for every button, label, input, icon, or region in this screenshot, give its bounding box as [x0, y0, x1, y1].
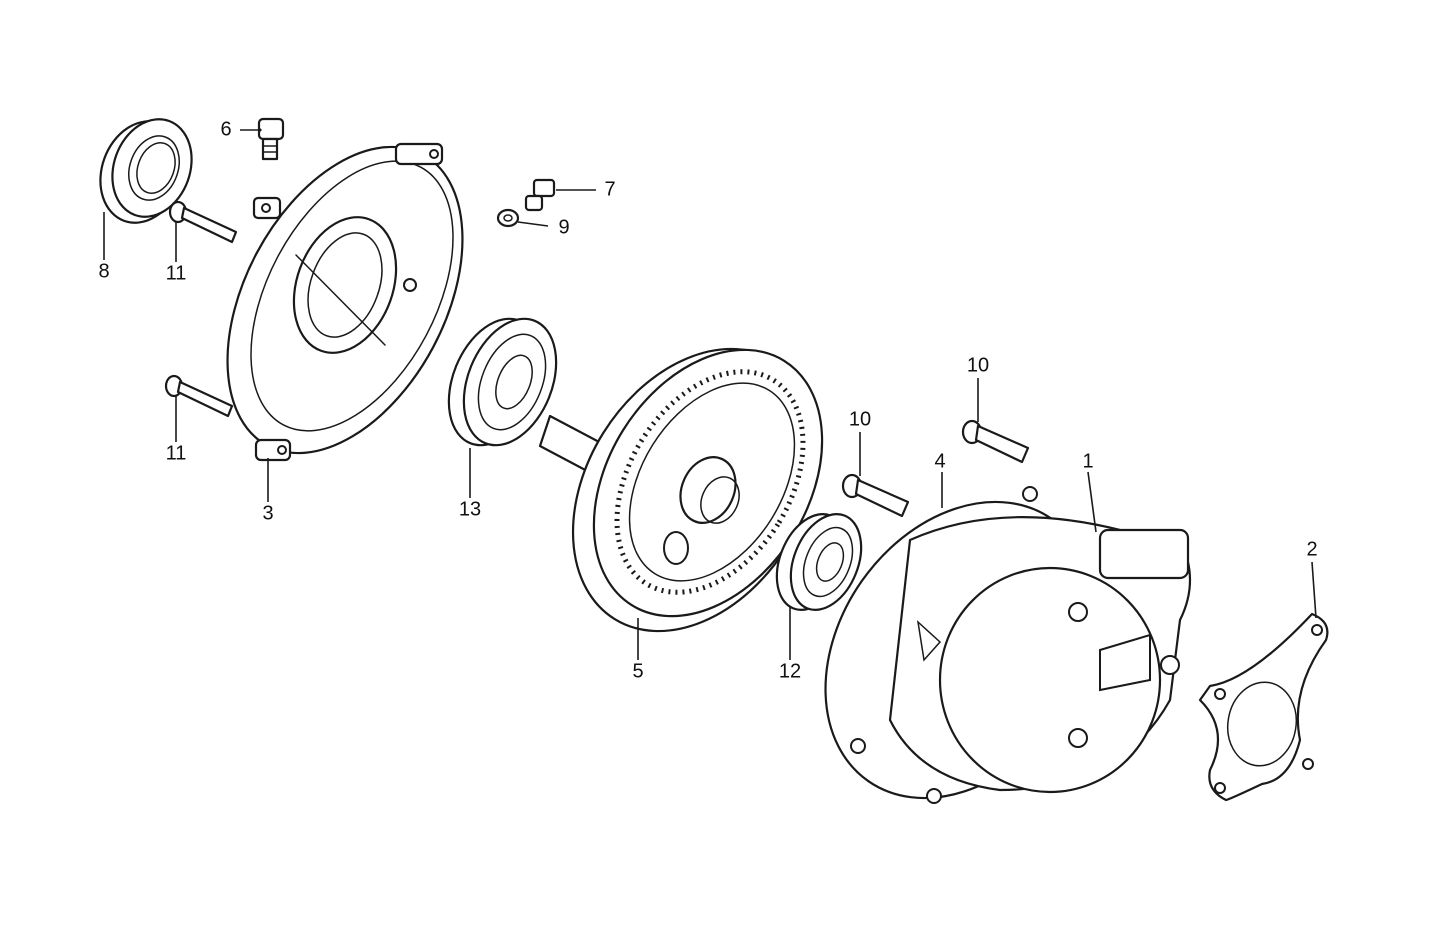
gasket-drawing	[1198, 612, 1329, 802]
label-part-3: 3	[262, 502, 273, 524]
gear-case-drawing	[824, 486, 1192, 804]
label-part-4: 4	[934, 450, 945, 472]
bolt-10-lower-drawing	[841, 473, 910, 518]
oil-seal-drawing	[99, 118, 193, 224]
label-part-9: 9	[558, 216, 569, 238]
ring-gear-shaft-drawing	[538, 347, 824, 633]
label-part-12: 12	[779, 660, 801, 682]
bolt-6-drawing	[257, 117, 285, 161]
washer-9-drawing	[496, 208, 520, 228]
bolt-10-upper-drawing	[961, 419, 1030, 464]
label-part-13: 13	[459, 498, 481, 520]
case-cover-drawing	[226, 142, 464, 462]
label-part-2: 2	[1306, 538, 1317, 560]
label-part-6: 6	[220, 118, 231, 140]
label-part-7: 7	[604, 178, 615, 200]
bearing-12-drawing	[775, 513, 863, 611]
plug-7-drawing	[524, 178, 556, 212]
label-part-8: 8	[98, 260, 109, 282]
label-part-10-upper: 10	[967, 354, 989, 376]
leader-lines	[103, 126, 1317, 660]
label-part-11-lower: 11	[166, 442, 187, 464]
bearing-13-drawing	[447, 317, 558, 447]
bolt-11-lower-drawing	[164, 374, 234, 418]
label-part-5: 5	[632, 660, 643, 682]
label-part-10-lower: 10	[849, 408, 871, 430]
label-part-1: 1	[1082, 450, 1093, 472]
label-part-11-upper: 11	[166, 262, 187, 284]
bolt-11-upper-drawing	[168, 200, 238, 244]
